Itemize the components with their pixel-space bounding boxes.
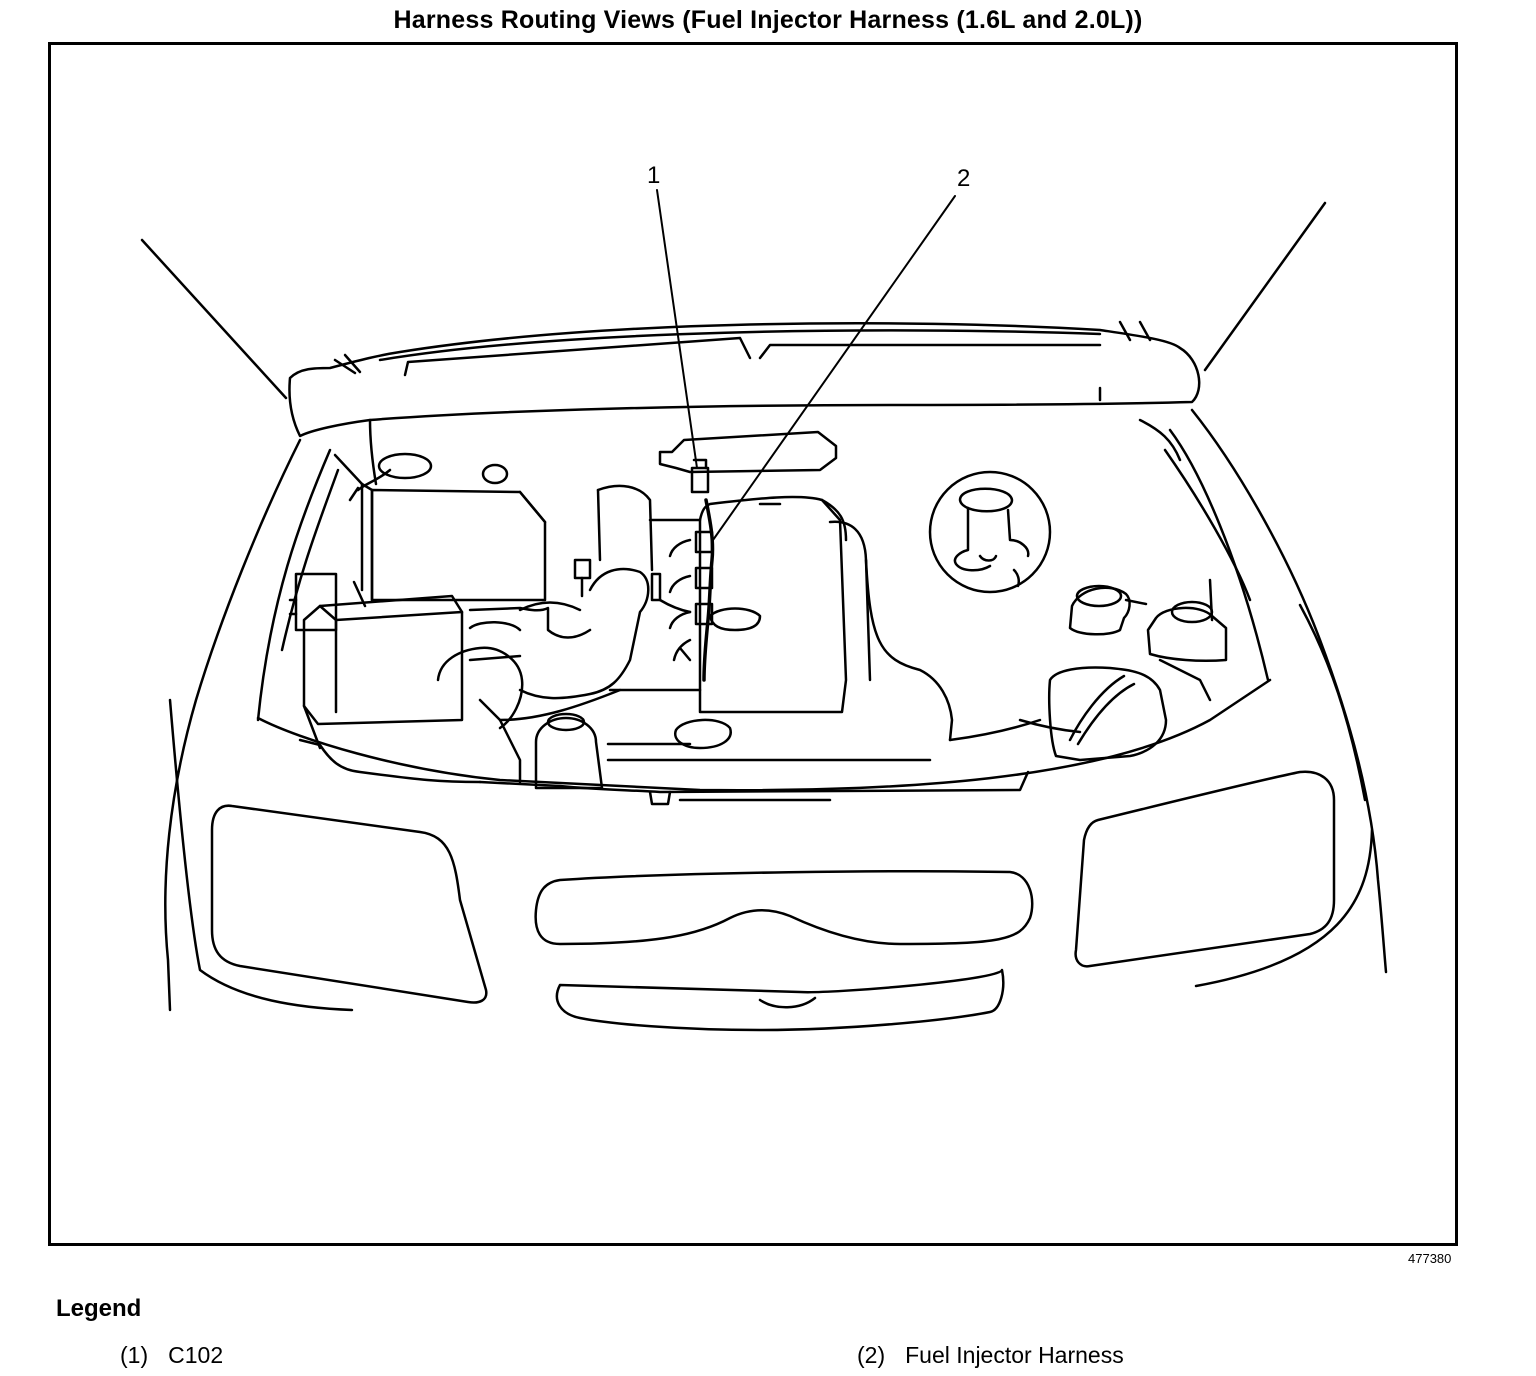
injector-2 bbox=[694, 566, 714, 590]
diagram-frame bbox=[48, 42, 1458, 1246]
headlight-right bbox=[1074, 770, 1336, 968]
leader-line-2 bbox=[712, 195, 956, 541]
callout-2: 2 bbox=[957, 165, 970, 192]
c102-connector bbox=[690, 466, 710, 494]
callout-1: 1 bbox=[647, 162, 660, 189]
hood-line-right bbox=[1203, 201, 1327, 372]
page-title: Harness Routing Views (Fuel Injector Har… bbox=[393, 6, 1143, 34]
bracket bbox=[658, 430, 838, 474]
figure-id: 477380 bbox=[1408, 1251, 1452, 1266]
legend-item-label: C102 bbox=[168, 1342, 224, 1368]
legend-item-number: (1) bbox=[120, 1342, 149, 1368]
legend-item-number: (2) bbox=[857, 1342, 886, 1368]
hood-line-left bbox=[140, 238, 288, 400]
coolant-reservoir bbox=[1146, 606, 1228, 662]
egr-valve bbox=[1068, 586, 1131, 636]
intake-duct bbox=[468, 606, 592, 639]
headlight-left bbox=[210, 804, 488, 1004]
washer-reservoir bbox=[1048, 666, 1168, 762]
brake-reservoir-ring bbox=[928, 470, 1052, 594]
grille-lower bbox=[555, 968, 1005, 1032]
battery bbox=[370, 488, 547, 602]
body-left bbox=[164, 438, 302, 1012]
injector-1 bbox=[694, 530, 714, 554]
legend-item-label: Fuel Injector Harness bbox=[905, 1342, 1124, 1368]
body-right bbox=[1190, 408, 1388, 974]
engine-cover bbox=[698, 495, 848, 714]
legend-item-c102: (1) C102 bbox=[120, 1342, 223, 1369]
leader-line-1 bbox=[656, 189, 698, 469]
front-fascia bbox=[168, 698, 354, 1012]
legend-item-fuel-injector-harness: (2) Fuel Injector Harness bbox=[857, 1342, 1124, 1369]
coolant-bottle bbox=[534, 716, 604, 790]
hood-panel bbox=[288, 321, 1201, 438]
air-cleaner bbox=[302, 594, 464, 726]
legend-heading: Legend bbox=[56, 1295, 142, 1322]
fuel-injector-harness bbox=[702, 498, 715, 682]
grille-upper bbox=[534, 870, 1034, 946]
oil-cap bbox=[708, 607, 762, 632]
injector-3 bbox=[694, 602, 714, 626]
fuse-box bbox=[294, 572, 338, 632]
